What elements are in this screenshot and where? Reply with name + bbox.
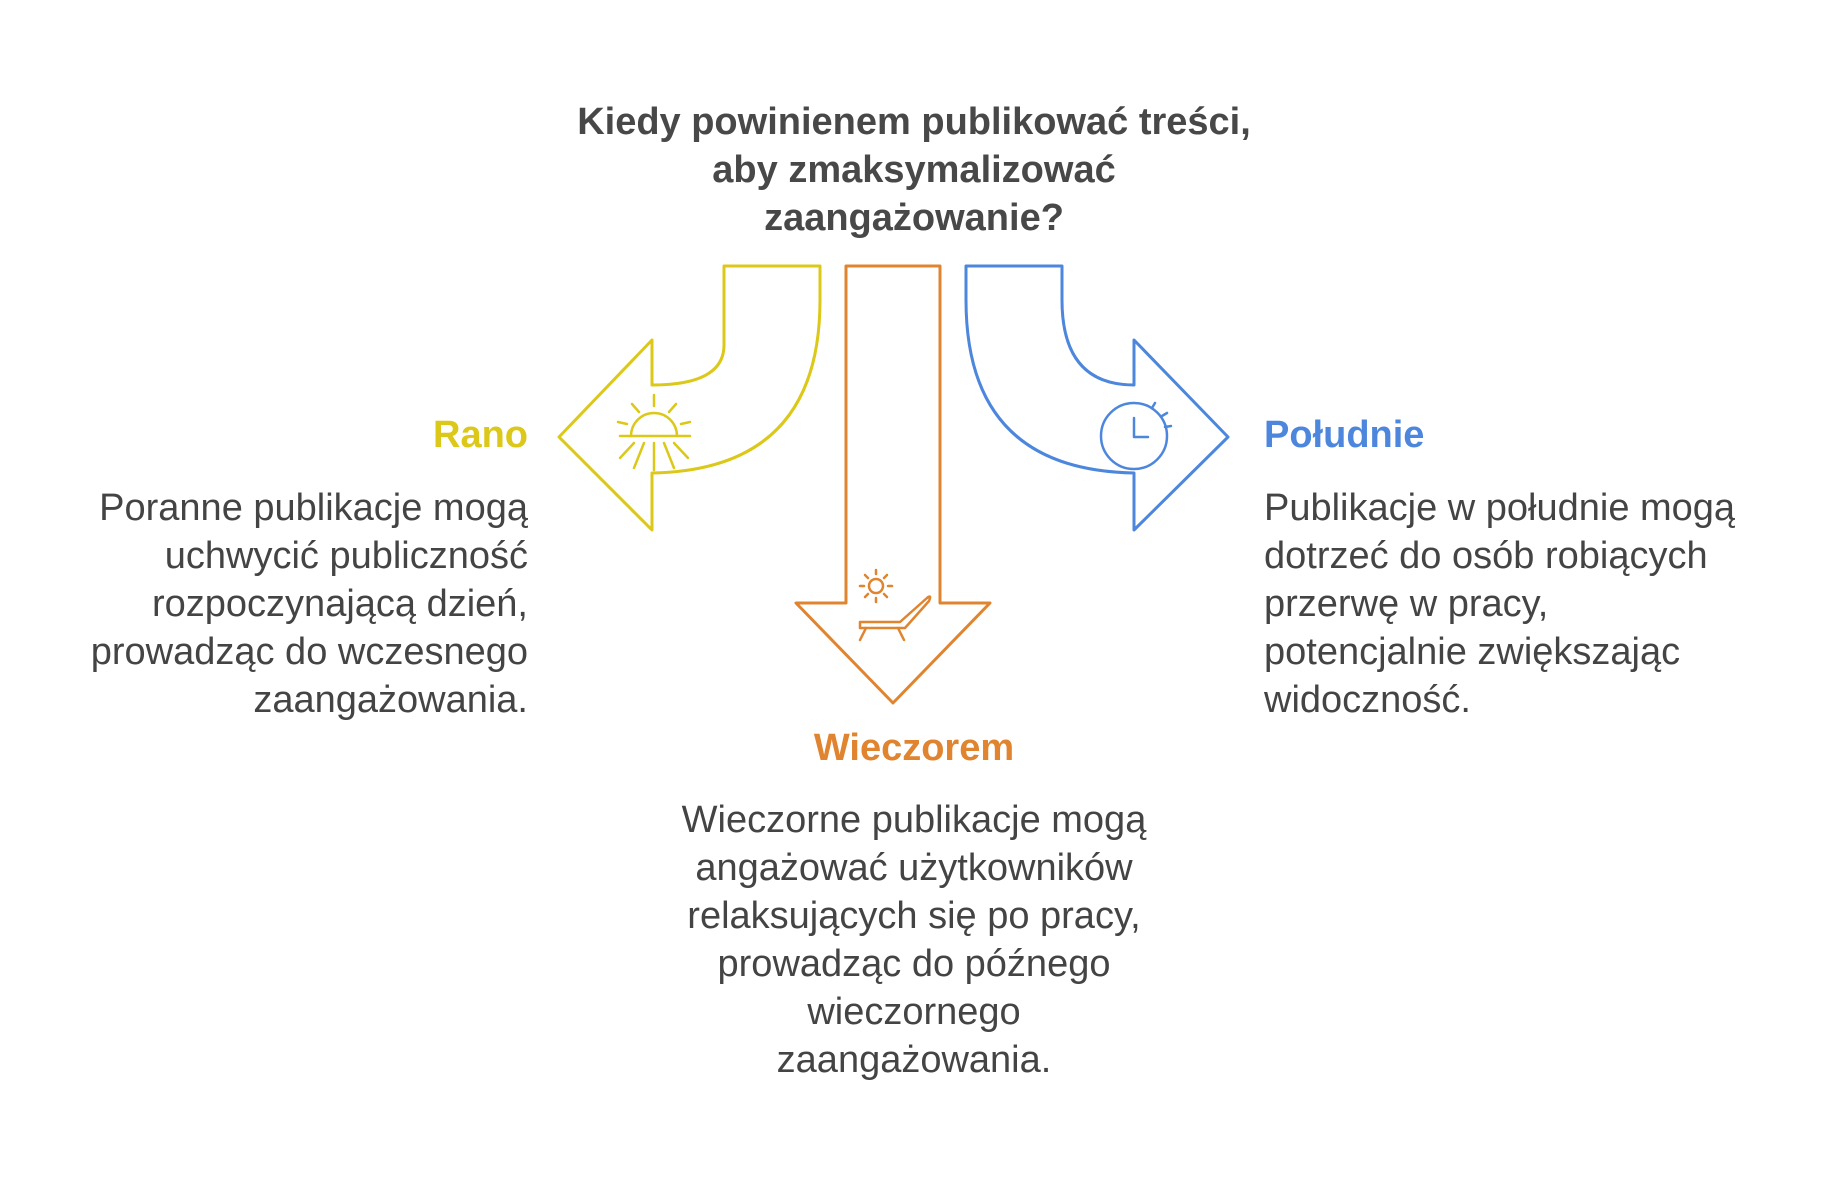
title-line: zaangażowanie? (764, 197, 1064, 239)
poludnie-description-line: potencjalnie zwiększając (1264, 631, 1681, 673)
poludnie-description-line: dotrzeć do osób robiących (1264, 535, 1708, 577)
wieczorem-label: Wieczorem (813, 727, 1015, 769)
wieczorem-description-line: Wieczorne publikacje mogą (681, 799, 1147, 841)
sunrise-icon (616, 393, 692, 472)
sun-lounger-icon (858, 568, 932, 642)
rano-label: Rano (433, 414, 528, 456)
title-line: Kiedy powinienem publikować treści, (577, 101, 1251, 143)
wieczorem-description-line: zaangażowania. (776, 1039, 1052, 1081)
wieczorem-description-line: angażować użytkowników (695, 847, 1133, 889)
poludnie-label: Południe (1264, 414, 1425, 456)
page-title: Kiedy powinienem publikować treści, aby … (514, 98, 1314, 242)
rano-description-line: prowadząc do wczesnego (90, 631, 528, 673)
poludnie-description-line: przerwę w pracy, (1264, 583, 1549, 625)
wieczorem-description-line: wieczornego (807, 991, 1021, 1033)
poludnie-description-line: Publikacje w południe mogą (1264, 487, 1736, 529)
rano-description: Poranne publikacje mogą uchwycić publicz… (8, 484, 528, 724)
wieczorem-description-line: relaksujących się po pracy, (687, 895, 1141, 937)
title-line: aby zmaksymalizować (712, 149, 1116, 191)
wieczorem-description-line: prowadząc do późnego (717, 943, 1111, 985)
rano-arrow (557, 264, 822, 532)
wieczorem-description: Wieczorne publikacje mogą angażować użyt… (614, 796, 1214, 1084)
wieczorem-arrow (794, 264, 992, 705)
rano-description-line: uchwycić publiczność (164, 535, 528, 577)
rano-description-line: zaangażowania. (253, 679, 528, 721)
rano-description-line: Poranne publikacje mogą (99, 487, 528, 529)
rano-description-line: rozpoczynającą dzień, (152, 583, 528, 625)
clock-icon (1099, 401, 1173, 471)
poludnie-arrow (964, 264, 1230, 532)
poludnie-description-line: widoczność. (1264, 679, 1471, 721)
poludnie-description: Publikacje w południe mogą dotrzeć do os… (1264, 484, 1804, 724)
